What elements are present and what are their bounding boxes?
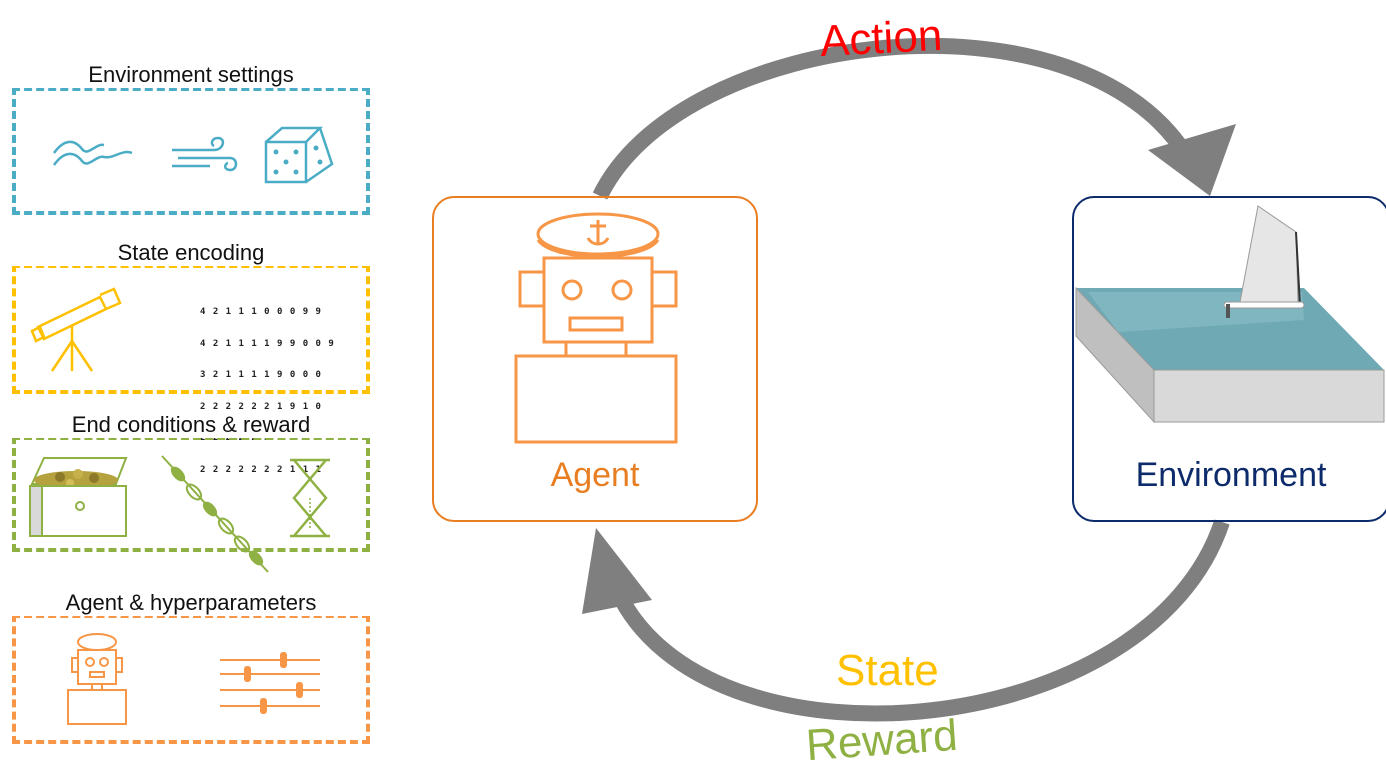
wind-icon bbox=[172, 136, 238, 172]
telescope-icon bbox=[30, 287, 122, 372]
end-conditions-panel bbox=[12, 436, 370, 552]
captain-robot-icon bbox=[514, 212, 678, 444]
mini-robot-icon bbox=[67, 633, 127, 725]
waves-icon bbox=[52, 140, 133, 166]
state-encoding-panel bbox=[12, 264, 370, 394]
hourglass-icon bbox=[290, 458, 330, 538]
environment-box bbox=[1072, 196, 1386, 522]
sliders-icon bbox=[220, 652, 320, 714]
chain-icon bbox=[161, 455, 269, 573]
matrix-row: 3 2 1 1 1 1 9 0 0 0 bbox=[200, 370, 322, 380]
treasure-chest-icon bbox=[29, 457, 128, 537]
agent-label: Agent bbox=[550, 456, 640, 494]
environment-settings-panel bbox=[12, 87, 370, 215]
end-conditions-title: End conditions & reward bbox=[12, 412, 370, 438]
agent-hyperparameters-panel bbox=[12, 614, 370, 744]
water-tank-icon bbox=[1075, 205, 1385, 424]
agent-box bbox=[432, 196, 758, 522]
agent-hyperparameters-title: Agent & hyperparameters bbox=[12, 590, 370, 616]
matrix-row: 4 2 1 1 1 0 0 0 9 9 bbox=[200, 307, 322, 317]
reward-label: Reward bbox=[804, 710, 960, 771]
matrix-row: 4 2 1 1 1 1 9 9 0 0 9 bbox=[200, 338, 335, 349]
environment-settings-title: Environment settings bbox=[12, 62, 370, 88]
matrix-row: 2 2 2 2 2 2 1 9 1 0 bbox=[200, 401, 322, 412]
state-label: State bbox=[836, 646, 939, 695]
action-label: Action bbox=[818, 10, 944, 67]
state-encoding-title: State encoding bbox=[12, 240, 370, 266]
dice-icon bbox=[264, 126, 334, 184]
environment-label: Environment bbox=[1135, 456, 1327, 494]
